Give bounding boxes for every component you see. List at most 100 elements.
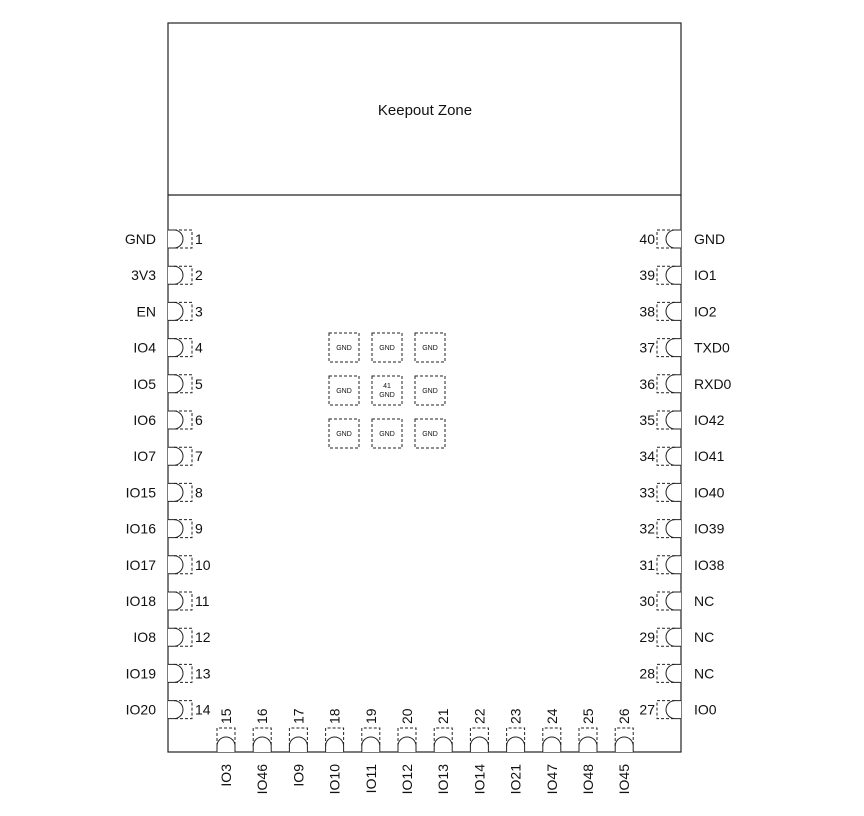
- pin-pad-outline: [506, 727, 526, 746]
- pin-number: 1: [195, 231, 203, 247]
- pin-pad: [168, 591, 184, 611]
- pin-pad: [325, 736, 345, 752]
- pin-pad: [469, 736, 489, 752]
- pin-pad: [665, 555, 681, 575]
- pin-number: 6: [195, 412, 203, 428]
- pin-number: 10: [195, 557, 211, 573]
- pin-pad-outline: [174, 627, 193, 647]
- ground-pad: GND: [371, 332, 403, 363]
- pin-number: 24: [544, 708, 560, 724]
- pin-pad: [614, 736, 634, 752]
- pin-number: 36: [639, 376, 655, 392]
- ground-pad: GND: [328, 418, 360, 449]
- pin-pad: [216, 736, 236, 752]
- pin-pad: [665, 663, 681, 683]
- ground-pad: GND: [328, 375, 360, 406]
- pin-pad-outline: [656, 338, 675, 358]
- pin-name: IO42: [694, 412, 725, 428]
- pin-name: IO10: [327, 764, 343, 795]
- pin-name: IO46: [254, 764, 270, 795]
- pin-name: IO38: [694, 557, 725, 573]
- ground-pad-label: GND: [422, 345, 438, 352]
- pin-pad-outline: [397, 727, 417, 746]
- pin-pad: [168, 627, 184, 647]
- pin-pad-outline: [174, 555, 193, 575]
- pin-name: IO8: [133, 629, 156, 645]
- pin-pad: [665, 410, 681, 430]
- pin-name: IO9: [290, 764, 306, 787]
- ground-pad-outline: [328, 375, 360, 406]
- pin-pad: [665, 482, 681, 502]
- pin-pad-outline: [578, 727, 598, 746]
- pin-pad: [665, 627, 681, 647]
- left-pin: IO17 10: [126, 555, 211, 575]
- pin-number: 5: [195, 376, 203, 392]
- pin-name: IO7: [133, 448, 156, 464]
- pin-pad: [288, 736, 308, 752]
- pin-pad: [433, 736, 453, 752]
- ground-pad-label: GND: [336, 431, 352, 438]
- pin-number: 22: [471, 708, 487, 724]
- ground-pad-outline: [414, 418, 446, 449]
- pin-pad: [168, 555, 184, 575]
- pin-pad: [665, 338, 681, 358]
- pin-name: IO18: [126, 593, 157, 609]
- pin-number: 21: [435, 708, 451, 724]
- pin-name: NC: [694, 665, 714, 681]
- pin-pad-outline: [174, 265, 193, 285]
- pin-number: 29: [639, 629, 655, 645]
- pin-name: IO1: [694, 267, 717, 283]
- pin-pad: [542, 736, 562, 752]
- pin-name: EN: [137, 303, 156, 319]
- pin-number: 26: [616, 708, 632, 724]
- pin-number: 4: [195, 340, 203, 356]
- pin-name: IO21: [508, 764, 524, 795]
- pin-name: TXD0: [694, 340, 730, 356]
- pin-name: IO20: [126, 702, 157, 718]
- pin-pad-outline: [656, 229, 675, 249]
- pin-pad: [168, 229, 184, 249]
- pin-pad-outline: [656, 265, 675, 285]
- pin-pad-outline: [656, 410, 675, 430]
- pin-number: 39: [639, 267, 655, 283]
- pin-name: IO13: [435, 764, 451, 795]
- pin-name: RXD0: [694, 376, 732, 392]
- pin-pad: [665, 446, 681, 466]
- pin-name: GND: [125, 231, 156, 247]
- right-pin: IO1 39: [639, 265, 717, 285]
- pin-name: IO17: [126, 557, 157, 573]
- pin-pad-outline: [216, 727, 236, 746]
- ground-pad-outline: [371, 418, 403, 449]
- pin-number: 16: [254, 708, 270, 724]
- pin-pad: [168, 482, 184, 502]
- pin-pad-outline: [656, 663, 675, 683]
- pin-name: IO48: [580, 764, 596, 795]
- pin-pad: [665, 591, 681, 611]
- ground-pad: GND: [414, 332, 446, 363]
- pin-pad: [252, 736, 272, 752]
- pin-pad: [168, 446, 184, 466]
- pin-number: 15: [218, 708, 234, 724]
- pin-pad: [578, 736, 598, 752]
- pin-number: 12: [195, 629, 211, 645]
- pin-pad: [168, 338, 184, 358]
- pin-pad-outline: [469, 727, 489, 746]
- pin-pad-outline: [174, 482, 193, 502]
- pin-name: IO14: [471, 764, 487, 795]
- pin-number: 30: [639, 593, 655, 609]
- pin-number: 28: [639, 665, 655, 681]
- pin-pad: [168, 519, 184, 539]
